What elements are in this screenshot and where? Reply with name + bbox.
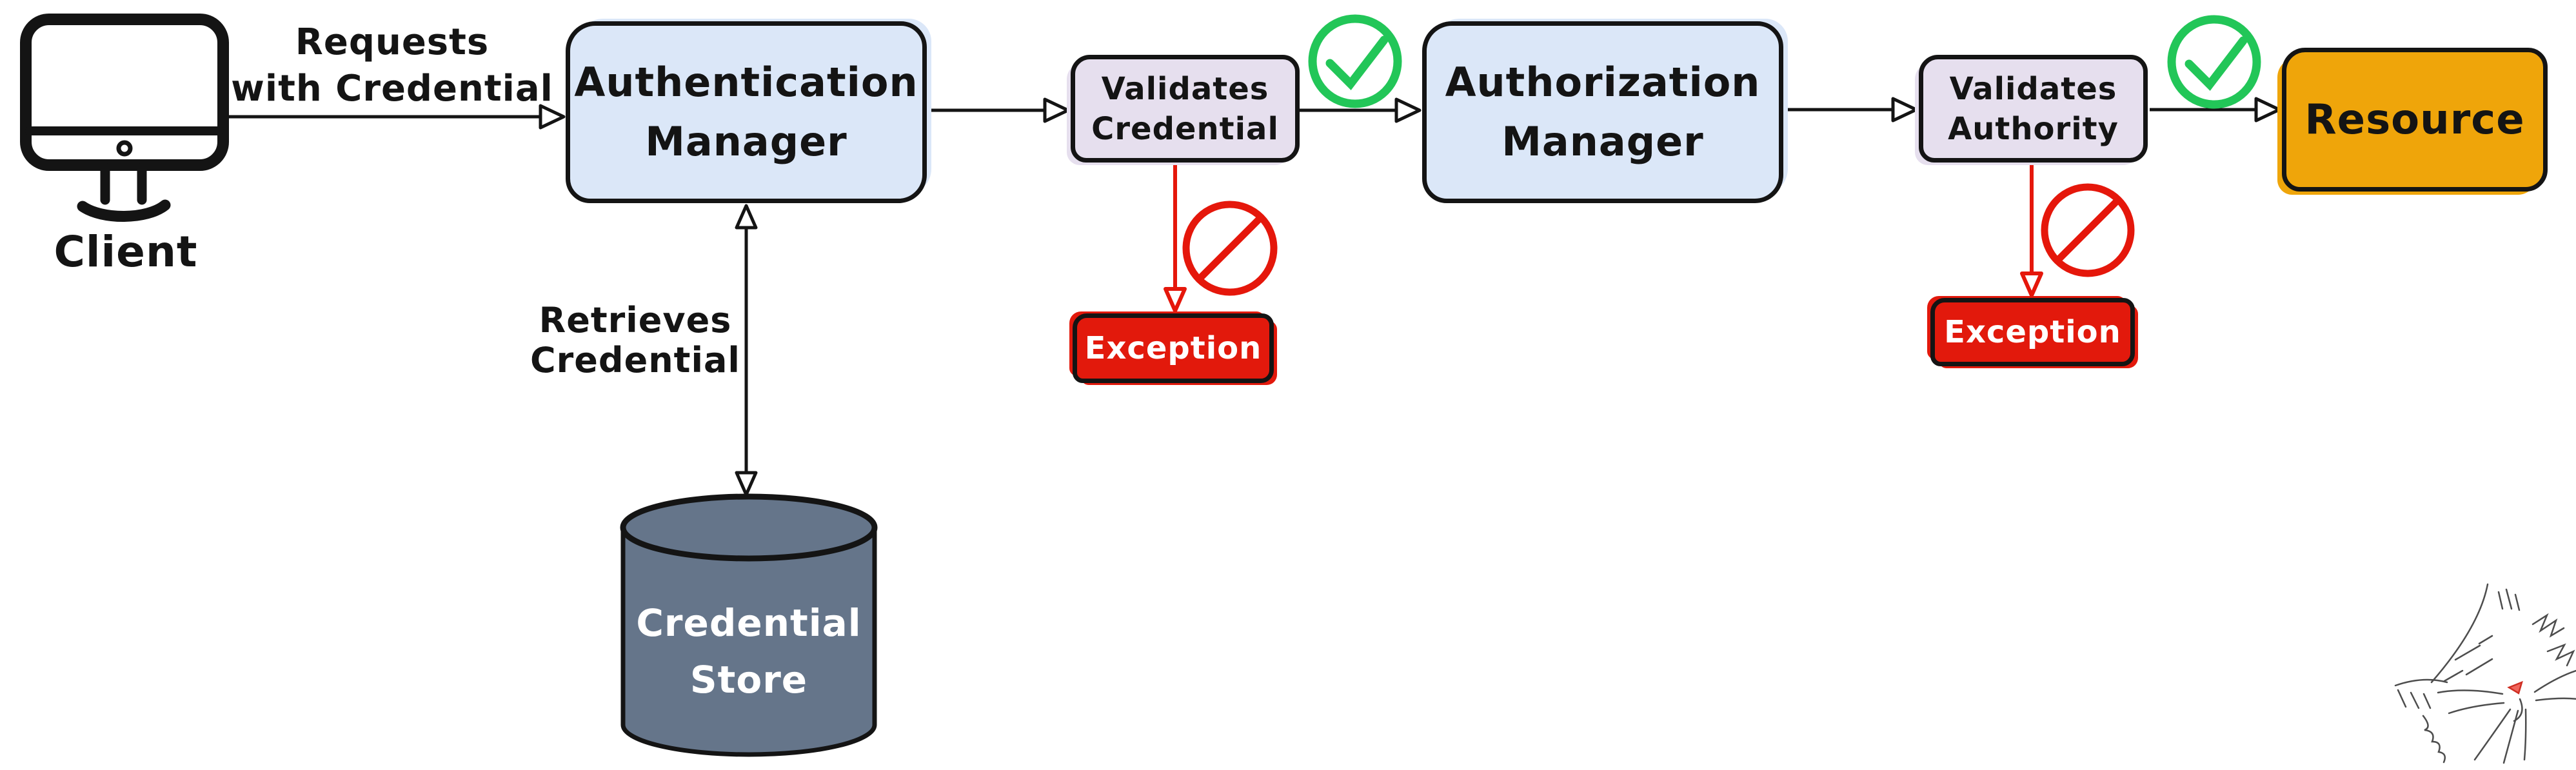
check-circle-icon [2167, 15, 2261, 109]
node-authentication-manager: Authentication Manager [566, 21, 927, 203]
retrieves-edge-label: Retrieves Credential [516, 301, 755, 380]
node-credential-store-line1: Credential [636, 601, 862, 645]
node-validates-credential-line2: Credential [1091, 110, 1279, 147]
node-resource-label: Resource [2304, 95, 2525, 144]
desktop-monitor-icon [20, 14, 229, 222]
retrieves-credential-arrow [735, 204, 758, 497]
node-authentication-manager-line1: Authentication [574, 59, 918, 106]
node-authorization-manager: Authorization Manager [1422, 21, 1783, 203]
no-entry-icon [1182, 201, 1278, 296]
requests-edge-label-line2: with Credential [231, 68, 553, 110]
node-credential-store-line2: Store [689, 658, 808, 702]
check-circle-icon [1308, 14, 1402, 108]
flow-arrows [229, 97, 2281, 130]
node-validates-credential-line1: Validates [1101, 70, 1269, 107]
node-validates-authority-line2: Authority [1948, 110, 2119, 147]
node-authentication-manager-line2: Manager [645, 118, 847, 165]
no-entry-icon [2041, 183, 2135, 277]
node-exception-authority: Exception [1930, 298, 2135, 366]
node-exception-credential: Exception [1073, 313, 1274, 383]
node-exception-authority-label: Exception [1944, 314, 2121, 350]
node-validates-credential: Validates Credential [1071, 55, 1300, 163]
client-node-label: Client [54, 227, 198, 277]
retrieves-edge-label-line2: Credential [530, 340, 740, 380]
node-validates-authority: Validates Authority [1919, 55, 2148, 163]
cat-sketch [2394, 583, 2576, 764]
failure-arrow [1164, 164, 1187, 313]
node-credential-store-label: Credential Store [623, 595, 875, 708]
node-exception-credential-label: Exception [1084, 330, 1262, 366]
requests-edge-label-line1: Requests [295, 21, 490, 63]
requests-edge-label: Requests with Credential [224, 19, 560, 112]
database-cylinder-icon [620, 493, 878, 757]
node-resource: Resource [2282, 48, 2548, 192]
node-authorization-manager-line2: Manager [1501, 118, 1704, 165]
failure-arrow [2020, 164, 2043, 297]
node-validates-authority-line1: Validates [1949, 70, 2117, 107]
node-authorization-manager-line1: Authorization [1445, 59, 1761, 106]
retrieves-edge-label-line1: Retrieves [539, 300, 732, 341]
